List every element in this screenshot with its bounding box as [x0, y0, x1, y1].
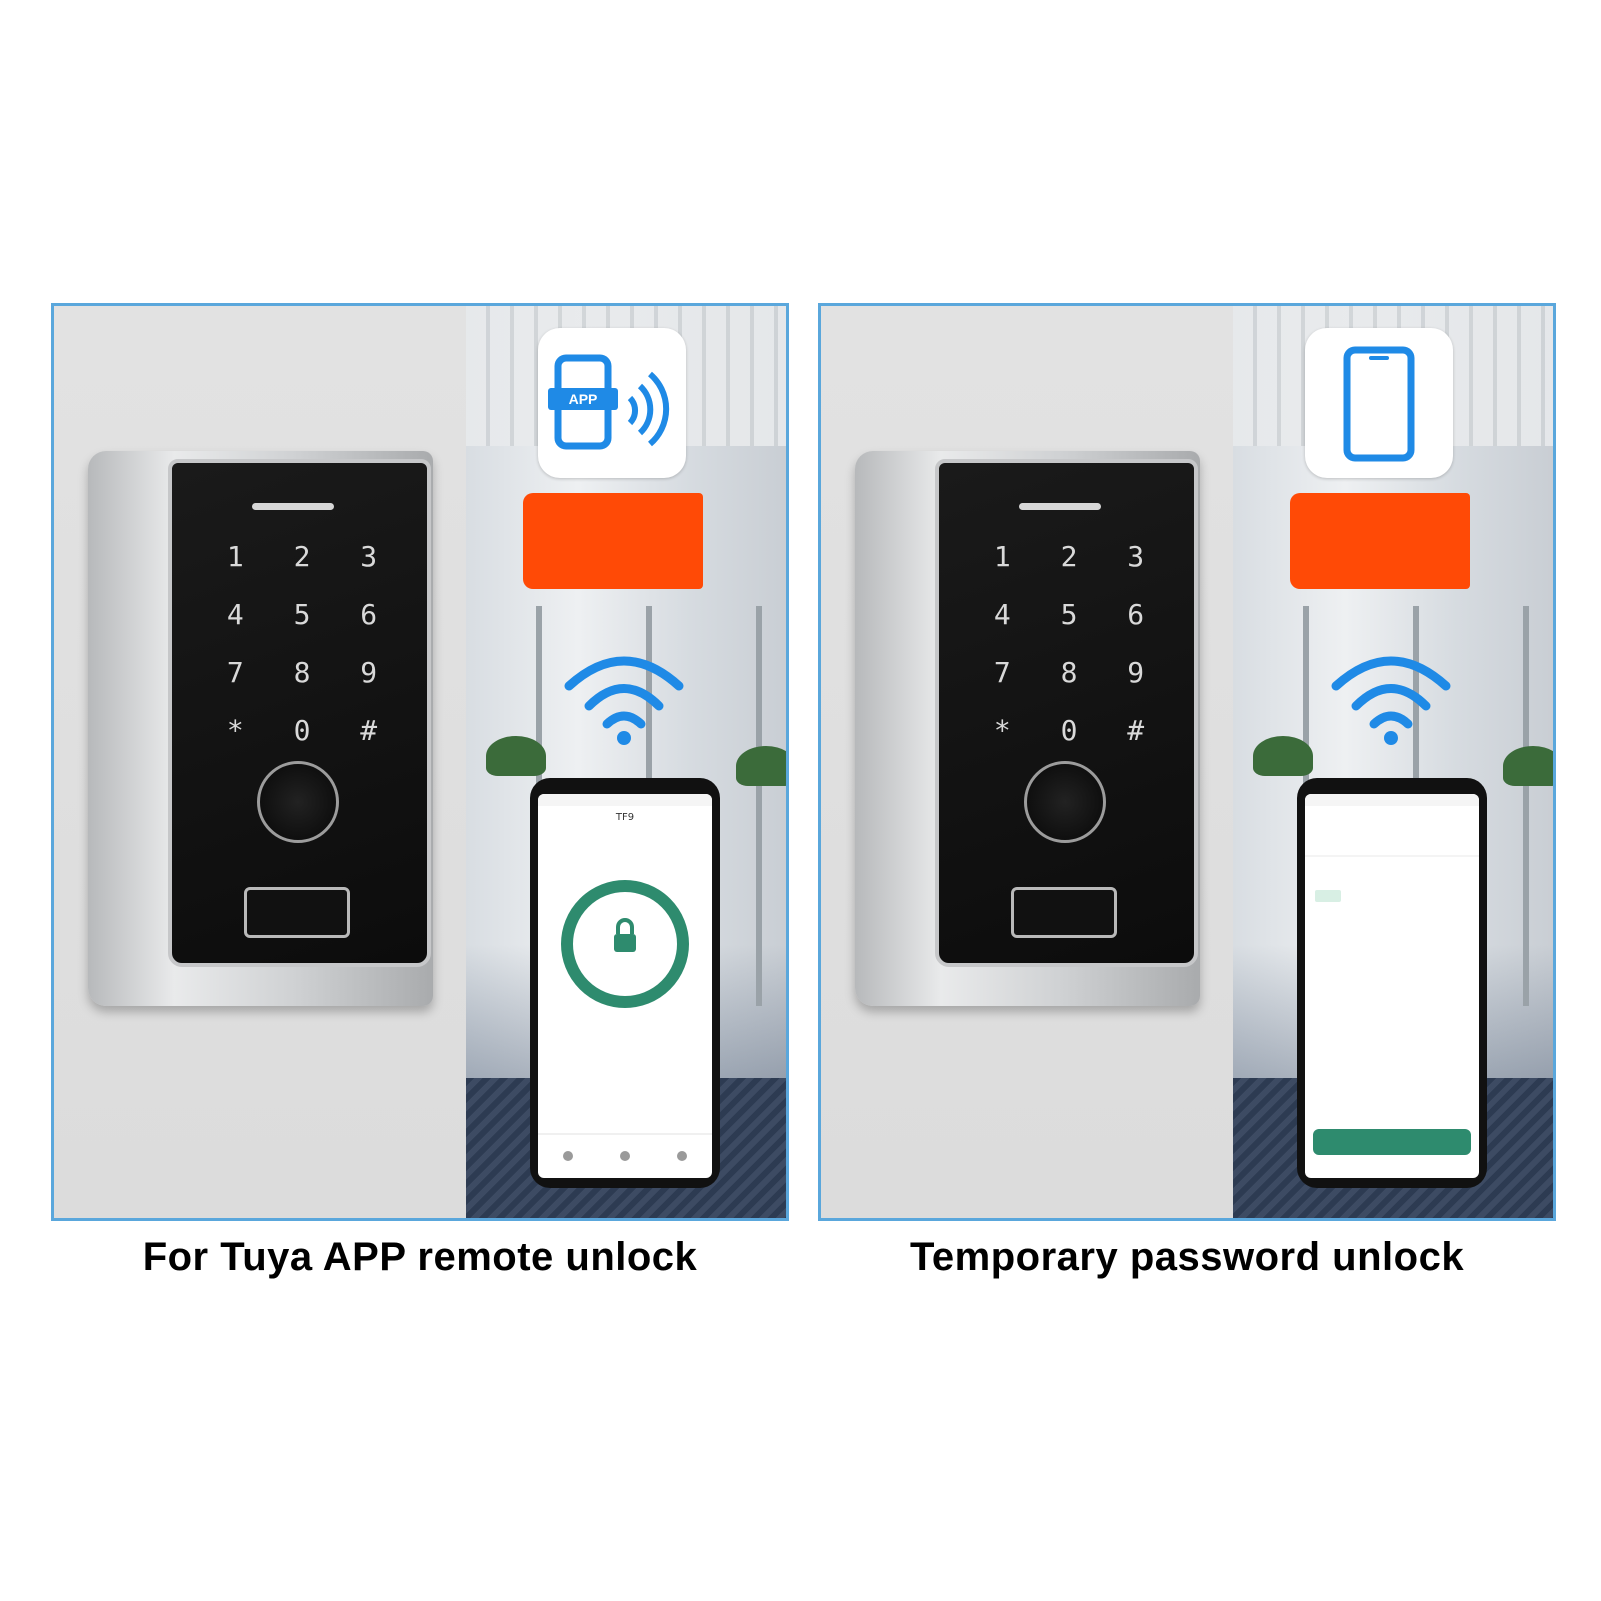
key-5[interactable]: 5 [1060, 598, 1078, 631]
plant [736, 746, 786, 786]
phone-screen [1305, 794, 1479, 1178]
keypad-keys: 1 2 3 4 5 6 7 8 9 * 0 # [202, 543, 402, 745]
nav-icon [620, 1151, 630, 1161]
fingerprint-sensor[interactable] [1024, 761, 1106, 843]
nav-icon [677, 1151, 687, 1161]
key-star[interactable]: * [226, 714, 244, 747]
password-chip [1315, 890, 1341, 902]
key-2[interactable]: 2 [1060, 540, 1078, 573]
temporary-password-screen-graphic [1305, 855, 1479, 1155]
keypad-device: 1 2 3 4 5 6 7 8 9 * 0 # [855, 451, 1200, 1006]
key-2[interactable]: 2 [293, 540, 311, 573]
plant [1503, 746, 1553, 786]
plant [1253, 736, 1313, 776]
card-reader-area[interactable] [1011, 887, 1117, 938]
key-4[interactable]: 4 [226, 598, 244, 631]
key-5[interactable]: 5 [293, 598, 311, 631]
status-bar [1305, 794, 1479, 806]
window-column [1523, 606, 1529, 1006]
orange-banner [523, 493, 703, 589]
phone-screen: TF9 [538, 794, 712, 1178]
key-7[interactable]: 7 [993, 656, 1011, 689]
key-1[interactable]: 1 [226, 540, 244, 573]
keypad-keys: 1 2 3 4 5 6 7 8 9 * 0 # [969, 543, 1169, 745]
card-reader-area[interactable] [244, 887, 350, 938]
key-6[interactable]: 6 [360, 598, 378, 631]
key-7[interactable]: 7 [226, 656, 244, 689]
app-badge-text: APP [569, 391, 598, 407]
key-0[interactable]: 0 [293, 714, 311, 747]
key-6[interactable]: 6 [1127, 598, 1145, 631]
keypad-face: 1 2 3 4 5 6 7 8 9 * 0 # [168, 459, 431, 967]
smartphone: TF9 [530, 778, 720, 1188]
key-hash[interactable]: # [1127, 714, 1145, 747]
unlock-screen-graphic [538, 880, 712, 1161]
caption-temporary-password-unlock: Temporary password unlock [909, 1235, 1465, 1279]
key-hash[interactable]: # [360, 714, 378, 747]
wifi-icon [564, 656, 684, 745]
key-1[interactable]: 1 [993, 540, 1011, 573]
app-title: TF9 [615, 812, 635, 823]
app-icon-tile: APP [538, 328, 686, 478]
key-4[interactable]: 4 [993, 598, 1011, 631]
nav-icon [563, 1151, 573, 1161]
caption-tuya-app-remote-unlock: For Tuya APP remote unlock [142, 1235, 698, 1279]
keypad-device: 1 2 3 4 5 6 7 8 9 * 0 # [88, 451, 433, 1006]
unlock-ring[interactable] [561, 880, 689, 1008]
key-9[interactable]: 9 [360, 656, 378, 689]
lock-icon [614, 934, 636, 952]
key-0[interactable]: 0 [1060, 714, 1078, 747]
status-bar [538, 794, 712, 806]
key-3[interactable]: 3 [360, 540, 378, 573]
window-column [756, 606, 762, 1006]
indicator-light [1019, 503, 1101, 510]
indicator-light [252, 503, 334, 510]
key-star[interactable]: * [993, 714, 1011, 747]
panel-temporary-password-unlock: 1 2 3 4 5 6 7 8 9 * 0 # [818, 303, 1556, 1221]
generate-password-button[interactable] [1313, 1129, 1471, 1155]
orange-banner [1290, 493, 1470, 589]
key-8[interactable]: 8 [293, 656, 311, 689]
phone-icon-tile [1305, 328, 1453, 478]
smartphone [1297, 778, 1487, 1188]
keypad-face: 1 2 3 4 5 6 7 8 9 * 0 # [935, 459, 1198, 967]
phone-app-signal-icon: APP [548, 354, 670, 450]
smartphone-icon [1343, 346, 1415, 462]
plant [486, 736, 546, 776]
key-9[interactable]: 9 [1127, 656, 1145, 689]
key-3[interactable]: 3 [1127, 540, 1145, 573]
fingerprint-sensor[interactable] [257, 761, 339, 843]
panel-tuya-app-unlock: 1 2 3 4 5 6 7 8 9 * 0 # APP [51, 303, 789, 1221]
key-8[interactable]: 8 [1060, 656, 1078, 689]
wifi-icon [1331, 656, 1451, 745]
